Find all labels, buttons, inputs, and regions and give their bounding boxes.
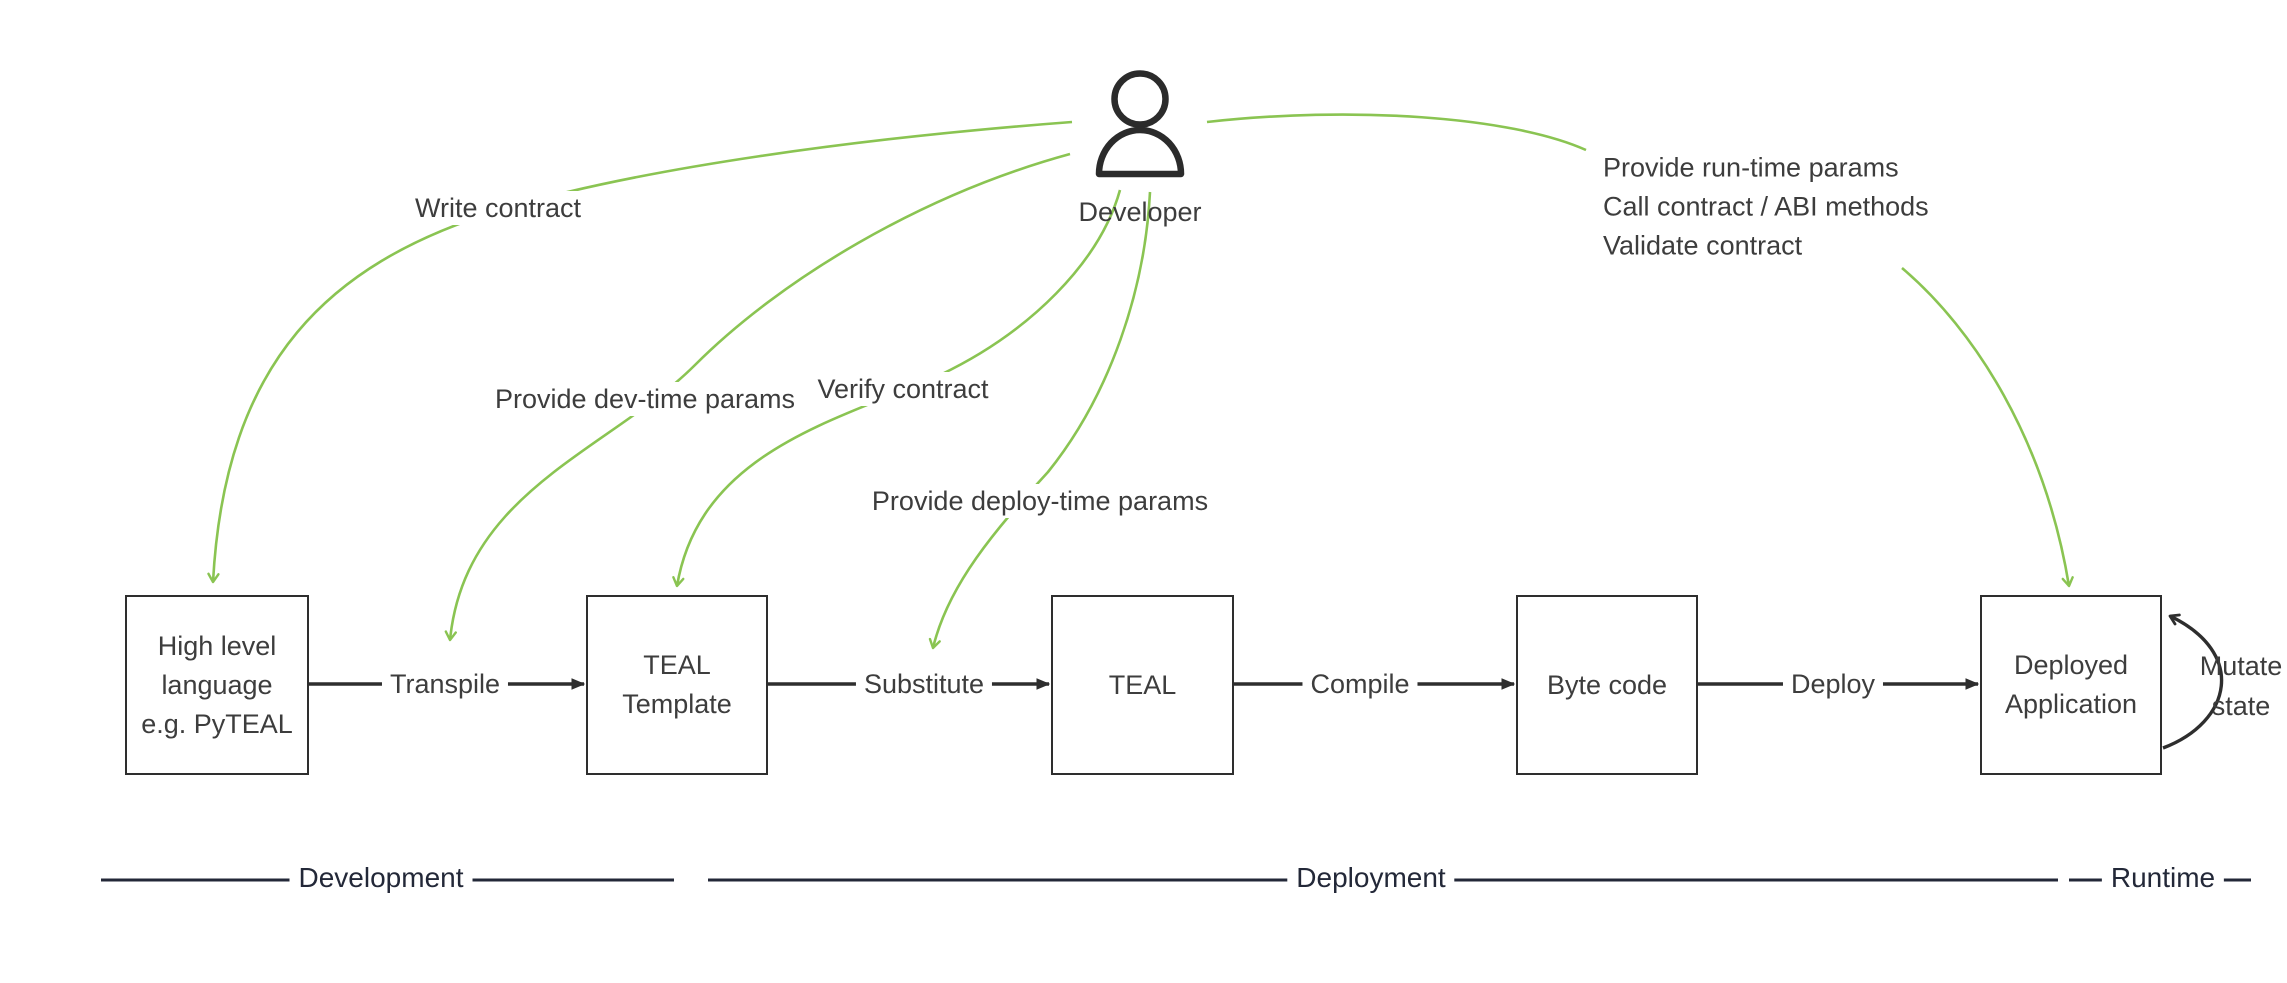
action-run-time-line: Call contract / ABI methods xyxy=(1603,191,1929,222)
node-label-line: TEAL xyxy=(1108,669,1177,700)
action-label-deploy-time-params: Provide deploy-time params xyxy=(863,484,1217,518)
action-label-verify-contract: Verify contract xyxy=(809,372,997,406)
node-high-level-language: High level language e.g. PyTEAL xyxy=(125,595,309,775)
node-teal: TEAL xyxy=(1051,595,1234,775)
phase-label-development: Development xyxy=(289,861,473,895)
node-label-line: Deployed xyxy=(2013,650,2129,680)
node-byte-code: Byte code xyxy=(1516,595,1698,775)
node-label-line: High level xyxy=(157,630,277,661)
mutate-state-line: state xyxy=(2211,691,2271,721)
action-label-write-contract: Write contract xyxy=(406,191,590,225)
phase-label-runtime: Runtime xyxy=(2101,861,2225,895)
phase-label-deployment: Deployment xyxy=(1287,861,1455,895)
action-label-dev-time-params: Provide dev-time params xyxy=(486,382,804,416)
node-label-line: e.g. PyTEAL xyxy=(141,708,293,739)
developer-label: Developer xyxy=(1078,197,1202,227)
node-label-line: Application xyxy=(2004,689,2138,719)
green-curve-run-time-right xyxy=(1901,267,2074,588)
green-curve-deploy-time-params xyxy=(928,191,1152,650)
node-label-line: language xyxy=(161,669,273,700)
mutate-state-arrow xyxy=(2162,613,2224,750)
node-deployed-application: Deployed Application xyxy=(1980,595,2162,775)
action-run-time-line: Validate contract xyxy=(1603,230,1803,261)
node-label-line: Byte code xyxy=(1546,669,1668,700)
edge-label-deploy: Deploy xyxy=(1782,667,1884,701)
action-run-time-line: Provide run-time params xyxy=(1603,152,1899,183)
edge-label-compile: Compile xyxy=(1302,667,1418,701)
edge-label-transpile: Transpile xyxy=(381,667,509,701)
developer-icon xyxy=(1095,70,1185,178)
green-curve-run-time-left xyxy=(1206,113,1587,152)
node-label-line: TEAL xyxy=(643,650,711,680)
mutate-state-line: Mutate xyxy=(2199,651,2283,681)
action-label-run-time-block: Provide run-time params Call contract / … xyxy=(1603,149,1929,266)
edge-label-substitute: Substitute xyxy=(855,667,993,701)
node-teal-template: TEAL Template xyxy=(586,595,768,775)
mutate-state-label: Mutate state xyxy=(2200,646,2283,726)
node-label-line: Template xyxy=(622,689,732,719)
green-curve-dev-time-params xyxy=(444,152,1071,642)
